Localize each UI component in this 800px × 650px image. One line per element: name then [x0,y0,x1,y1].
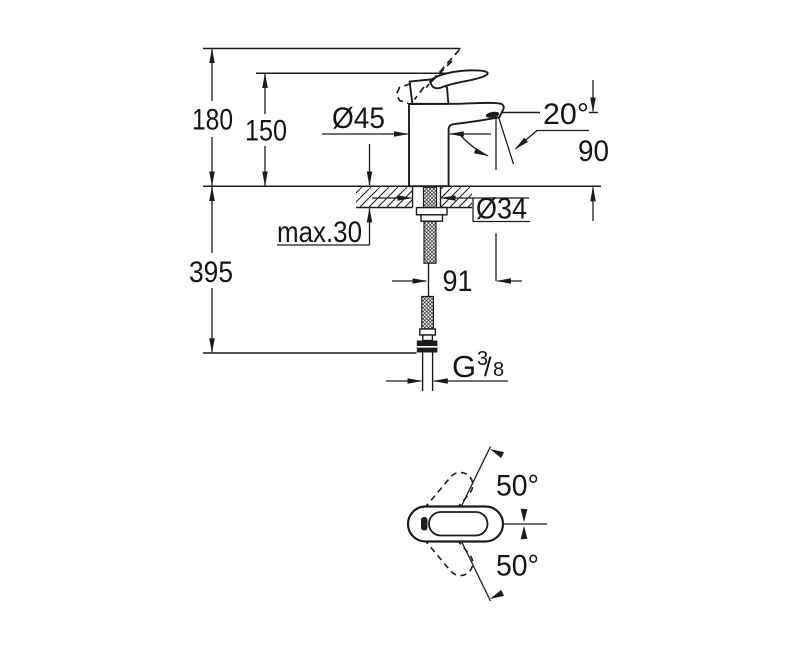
raised-lever-dashed [395,48,461,105]
g38-numerator: 3 [477,348,488,370]
flex-hose [421,295,434,330]
label-20deg: 20° [543,98,589,131]
centerline-arrow-upper [520,508,528,523]
angle-20-arc [460,135,489,157]
front-view: 180 150 Ø45 20° 90 Ø34 max.30 395 91 G 3… [189,47,609,391]
g38-prefix: G [452,349,476,384]
hose-collar [419,328,437,336]
locknut [420,214,444,222]
front-view-labels: 180 150 Ø45 20° 90 Ø34 max.30 395 91 G 3… [189,98,609,384]
label-g38: G 3 / 8 [452,348,504,384]
handle-top-inner [428,511,489,537]
swivel-arrow-down [490,589,504,599]
label-91: 91 [443,265,473,298]
counter-section [356,186,472,209]
label-90: 90 [578,135,609,168]
faucet-body [395,48,505,188]
g38-denominator: 8 [493,359,504,381]
swivel-line-up [460,446,492,507]
handle-top-mark [421,517,428,531]
dimension-lines [209,48,596,384]
faucet-outline [408,101,505,188]
threaded-rod [423,220,437,264]
label-50deg-down: 50° [496,550,539,583]
supply-assembly [415,186,448,391]
swivel-line-down [460,541,492,602]
label-d45: Ø45 [332,102,385,135]
g38-slash: / [484,352,492,382]
hose-neck [422,334,434,342]
aerator [485,111,500,118]
locknut-flange [415,206,448,216]
label-50deg-up: 50° [496,470,539,503]
label-180: 180 [192,104,233,137]
swivel-arrow-up [490,449,504,459]
top-view: 50° 50° [406,446,547,602]
threaded-shank-upper [422,186,438,209]
swivel-annotations [460,446,547,602]
label-d34: Ø34 [476,193,527,226]
handle-lever [429,69,489,90]
label-150: 150 [245,115,287,148]
label-395: 395 [189,256,233,289]
top-view-labels: 50° 50° [496,470,539,583]
centerline-arrow-lower [520,525,528,540]
angle-20-leader [514,130,538,150]
spout-stream-angled [497,116,515,165]
label-max30: max.30 [277,216,362,249]
